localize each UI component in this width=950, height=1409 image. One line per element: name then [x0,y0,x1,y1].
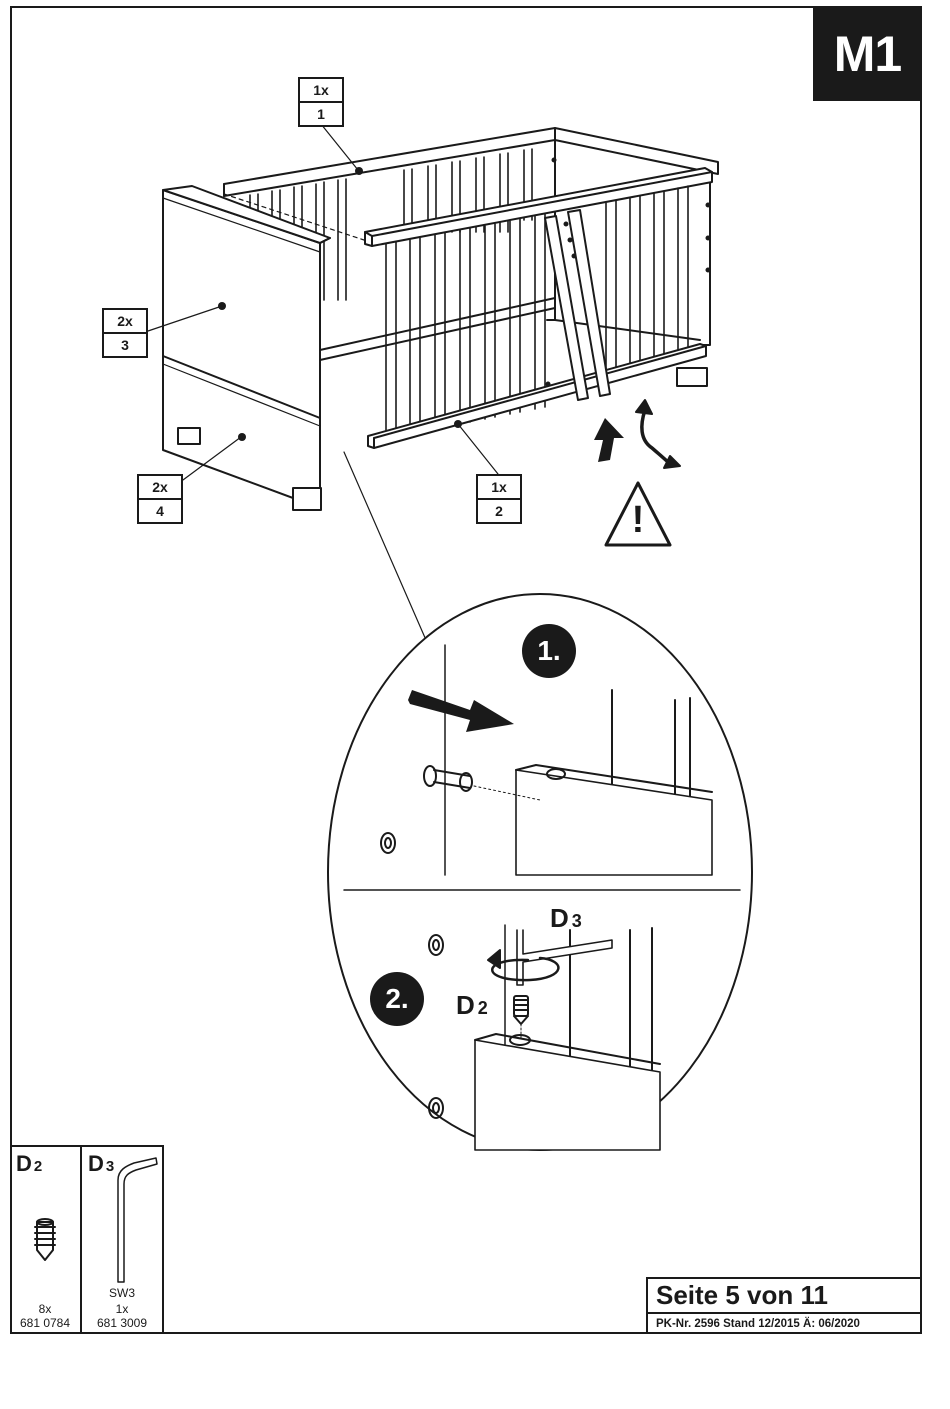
zoom-leader [344,452,426,640]
callout-qty: 2x [139,476,181,498]
up-arrow-icon [594,418,624,462]
callout-part-number: 3 [104,332,146,356]
callout-part-4: 2x 4 [137,474,183,524]
step-badge: M1 [813,6,922,101]
part-article-number: 681 0784 [10,1316,80,1330]
callout-qty: 1x [478,476,520,498]
part-qty: 8x [10,1302,80,1316]
callout-part-number: 4 [139,498,181,522]
callout-part-2: 1x 2 [476,474,522,524]
part-qty: 1x [82,1302,162,1316]
detail-zoom-ellipse [328,594,752,1150]
callout-part-number: 1 [300,101,342,125]
crib-bottom-rail [320,298,707,448]
callout-qty: 2x [104,310,146,332]
callout-qty: 1x [300,79,342,101]
warning-mark: ! [628,498,648,542]
part-article-number: 681 3009 [82,1316,162,1330]
document-meta: PK-Nr. 2596 Stand 12/2015 Ä: 06/2020 [648,1314,922,1334]
curved-arrow-icon [636,400,652,414]
direction-arrows [594,400,680,468]
step-number-1: 1. [522,624,576,678]
step-number-2: 2. [370,972,424,1026]
part-size: SW3 [82,1286,162,1300]
crib-end-panel [163,186,330,510]
page-number: Seite 5 von 11 [648,1279,922,1314]
callout-part-1: 1x 1 [298,77,344,127]
footer-box: Seite 5 von 11 PK-Nr. 2596 Stand 12/2015… [646,1277,922,1334]
callout-part-number: 2 [478,498,520,522]
callout-part-3: 2x 3 [102,308,148,358]
